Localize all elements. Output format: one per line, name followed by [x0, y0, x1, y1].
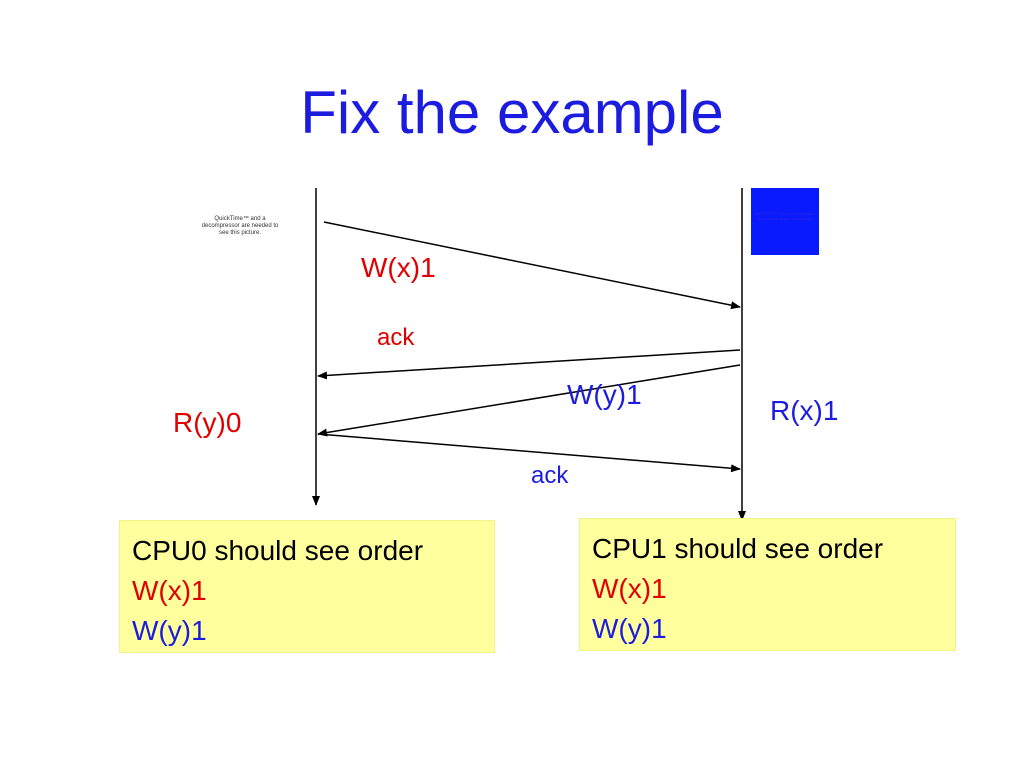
label-cpu1-read: R(x)1: [770, 395, 839, 426]
cpu0-note-first: W(x)1: [132, 575, 207, 606]
cpu1-note-second: W(y)1: [592, 613, 667, 644]
page-title: Fix the example: [300, 79, 724, 146]
quicktime-placeholder-right-text: QuickTime™ and a decompressor are needed…: [754, 211, 816, 221]
label-wx1: W(x)1: [361, 252, 436, 283]
message-wy1-arrow: [317, 364, 741, 437]
label-ack1: ack: [377, 324, 415, 351]
cpu1-order-note: CPU1 should see order W(x)1 W(y)1: [579, 518, 956, 651]
label-ack2: ack: [531, 462, 569, 489]
message-wx1-arrow: [323, 221, 741, 310]
quicktime-placeholder-right: QuickTime™ and a decompressor are needed…: [751, 188, 819, 255]
quicktime-placeholder-left: QuickTime™ and a decompressor are needed…: [201, 216, 279, 236]
message-ack2-arrow: [317, 433, 741, 473]
cpu1-note-first: W(x)1: [592, 573, 667, 604]
cpu1-note-heading: CPU1 should see order: [592, 533, 884, 564]
label-cpu0-read: R(y)0: [173, 407, 242, 438]
cpu0-note-heading: CPU0 should see order: [132, 535, 424, 566]
message-ack1-arrow: [317, 349, 741, 380]
cpu0-note-second: W(y)1: [132, 615, 207, 646]
label-wy1: W(y)1: [567, 379, 642, 410]
cpu0-order-note: CPU0 should see order W(x)1 W(y)1: [119, 520, 495, 653]
